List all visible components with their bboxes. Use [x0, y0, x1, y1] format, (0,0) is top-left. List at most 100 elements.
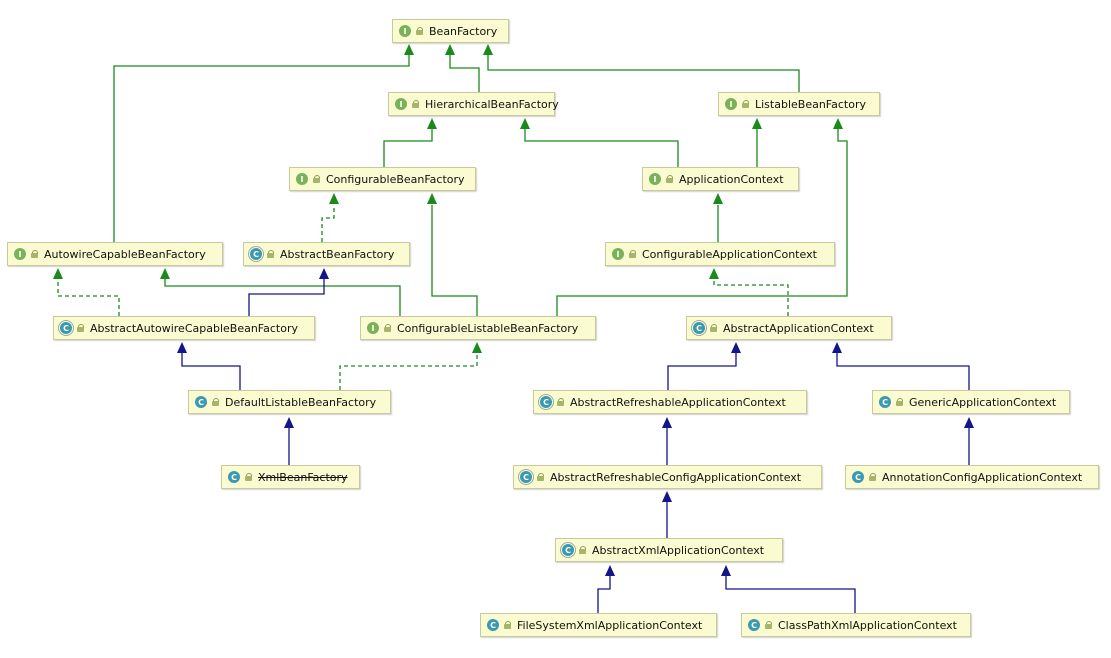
- arrowhead: [53, 268, 63, 279]
- node-file-system-xml-application-context[interactable]: C FileSystemXmlApplicationContext: [480, 613, 717, 637]
- arrowhead: [483, 44, 493, 55]
- lock-icon: [245, 473, 253, 481]
- class-icon: C: [852, 471, 864, 483]
- node-label: ApplicationContext: [679, 172, 784, 186]
- lock-icon: [869, 473, 877, 481]
- lock-icon: [504, 621, 512, 629]
- interface-icon: I: [399, 25, 411, 37]
- arrowhead: [445, 44, 455, 55]
- node-abstract-refreshable-application-context[interactable]: C AbstractRefreshableApplicationContext: [533, 390, 807, 414]
- arrowhead: [713, 193, 723, 204]
- node-default-listable-bean-factory[interactable]: C DefaultListableBeanFactory: [188, 390, 391, 414]
- node-label: AbstractAutowireCapableBeanFactory: [90, 321, 298, 335]
- node-label: AbstractRefreshableApplicationContext: [570, 395, 786, 409]
- arrowhead: [833, 118, 843, 129]
- interface-icon: I: [395, 98, 407, 110]
- node-label: ConfigurableBeanFactory: [326, 172, 465, 186]
- abstract-class-icon: C: [58, 320, 74, 336]
- node-abstract-autowire-capable-bean-factory[interactable]: C AbstractAutowireCapableBeanFactory: [53, 316, 315, 340]
- edge-line: [339, 353, 478, 390]
- lock-icon: [537, 473, 545, 481]
- arrowhead: [520, 118, 530, 129]
- node-label: HierarchicalBeanFactory: [425, 97, 559, 111]
- arrowhead: [662, 491, 672, 502]
- arrowhead: [284, 417, 294, 428]
- node-application-context[interactable]: I ApplicationContext: [642, 167, 799, 191]
- arrowhead: [605, 565, 615, 576]
- lock-icon: [416, 27, 424, 35]
- lock-icon: [267, 250, 275, 258]
- abstract-class-icon: C: [538, 394, 554, 410]
- arrowhead: [319, 268, 329, 279]
- edge-line: [248, 279, 325, 316]
- node-label: ConfigurableApplicationContext: [642, 247, 817, 261]
- node-label: XmlBeanFactory: [258, 470, 348, 484]
- arrowhead: [404, 44, 414, 55]
- lock-icon: [557, 398, 565, 406]
- edge-line: [321, 205, 335, 242]
- node-autowire-capable-bean-factory[interactable]: I AutowireCapableBeanFactory: [7, 242, 223, 266]
- lock-icon: [412, 100, 420, 108]
- node-label: AbstractRefreshableConfigApplicationCont…: [550, 470, 802, 484]
- edge-line: [57, 279, 120, 316]
- abstract-class-icon: C: [248, 246, 264, 262]
- node-label: AbstractBeanFactory: [280, 247, 395, 261]
- node-configurable-listable-bean-factory[interactable]: I ConfigurableListableBeanFactory: [360, 316, 596, 340]
- node-label: ConfigurableListableBeanFactory: [397, 321, 579, 335]
- arrowhead: [427, 193, 437, 204]
- lock-icon: [710, 324, 718, 332]
- lock-icon: [77, 324, 85, 332]
- lock-icon: [896, 398, 904, 406]
- node-label: AutowireCapableBeanFactory: [44, 247, 206, 261]
- arrowhead: [472, 342, 482, 353]
- edge-line: [181, 353, 241, 390]
- arrowhead: [709, 268, 719, 279]
- node-label: AnnotationConfigApplicationContext: [882, 470, 1083, 484]
- arrowhead: [329, 193, 339, 204]
- arrowhead: [662, 417, 672, 428]
- interface-icon: I: [14, 248, 26, 260]
- edge-line: [449, 55, 480, 92]
- edge-line: [836, 353, 970, 390]
- edge-line: [113, 55, 410, 242]
- node-annotation-config-application-context[interactable]: C AnnotationConfigApplicationContext: [845, 465, 1099, 489]
- class-icon: C: [879, 396, 891, 408]
- edge-line: [524, 129, 679, 167]
- lock-icon: [666, 175, 674, 183]
- interface-icon: I: [296, 173, 308, 185]
- node-label: FileSystemXmlApplicationContext: [517, 618, 703, 632]
- node-label: AbstractApplicationContext: [723, 321, 874, 335]
- lock-icon: [313, 175, 321, 183]
- node-label: DefaultListableBeanFactory: [225, 395, 377, 409]
- interface-icon: I: [649, 173, 661, 185]
- lock-icon: [31, 250, 39, 258]
- interface-icon: I: [367, 322, 379, 334]
- lock-icon: [579, 546, 587, 554]
- node-abstract-bean-factory[interactable]: C AbstractBeanFactory: [243, 242, 410, 266]
- class-icon: C: [228, 471, 240, 483]
- lock-icon: [212, 398, 220, 406]
- edge-line: [431, 205, 478, 316]
- interface-icon: I: [725, 98, 737, 110]
- class-icon: C: [195, 396, 207, 408]
- node-xml-bean-factory[interactable]: C XmlBeanFactory: [221, 465, 360, 489]
- node-configurable-application-context[interactable]: I ConfigurableApplicationContext: [605, 242, 835, 266]
- node-hierarchical-bean-factory[interactable]: I HierarchicalBeanFactory: [388, 92, 559, 116]
- arrowhead: [427, 118, 437, 129]
- node-abstract-refreshable-config-application-context[interactable]: C AbstractRefreshableConfigApplicationCon…: [513, 465, 822, 489]
- abstract-class-icon: C: [518, 469, 534, 485]
- edge-line: [487, 55, 800, 92]
- node-configurable-bean-factory[interactable]: I ConfigurableBeanFactory: [289, 167, 476, 191]
- class-icon: C: [487, 619, 499, 631]
- interface-icon: I: [612, 248, 624, 260]
- arrowhead: [752, 118, 762, 129]
- arrowhead: [731, 342, 741, 353]
- class-icon: C: [748, 619, 760, 631]
